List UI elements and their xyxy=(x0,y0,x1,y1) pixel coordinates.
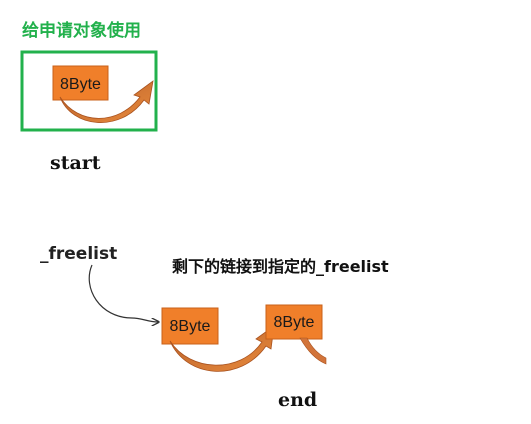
tail-curved-arrow xyxy=(299,337,327,365)
allocation-heading: 给申请对象使用 xyxy=(22,20,141,41)
start-caption: start xyxy=(50,152,101,174)
freelist-block-2-label: 8Byte xyxy=(274,314,315,331)
freelist-label: _freelist xyxy=(40,244,117,264)
top-block-label: 8Byte xyxy=(60,76,101,93)
end-caption: end xyxy=(278,389,317,411)
top-block xyxy=(52,65,109,101)
freelist-block-1-label: 8Byte xyxy=(170,318,211,335)
freelist-block-1 xyxy=(161,307,219,345)
description-text: 剩下的链接到指定的_freelist xyxy=(172,257,389,276)
freelist-block-2 xyxy=(265,304,323,340)
top-curved-arrow xyxy=(59,80,154,123)
freelist-pointer-arrow xyxy=(88,264,158,322)
allocation-frame xyxy=(20,50,158,132)
